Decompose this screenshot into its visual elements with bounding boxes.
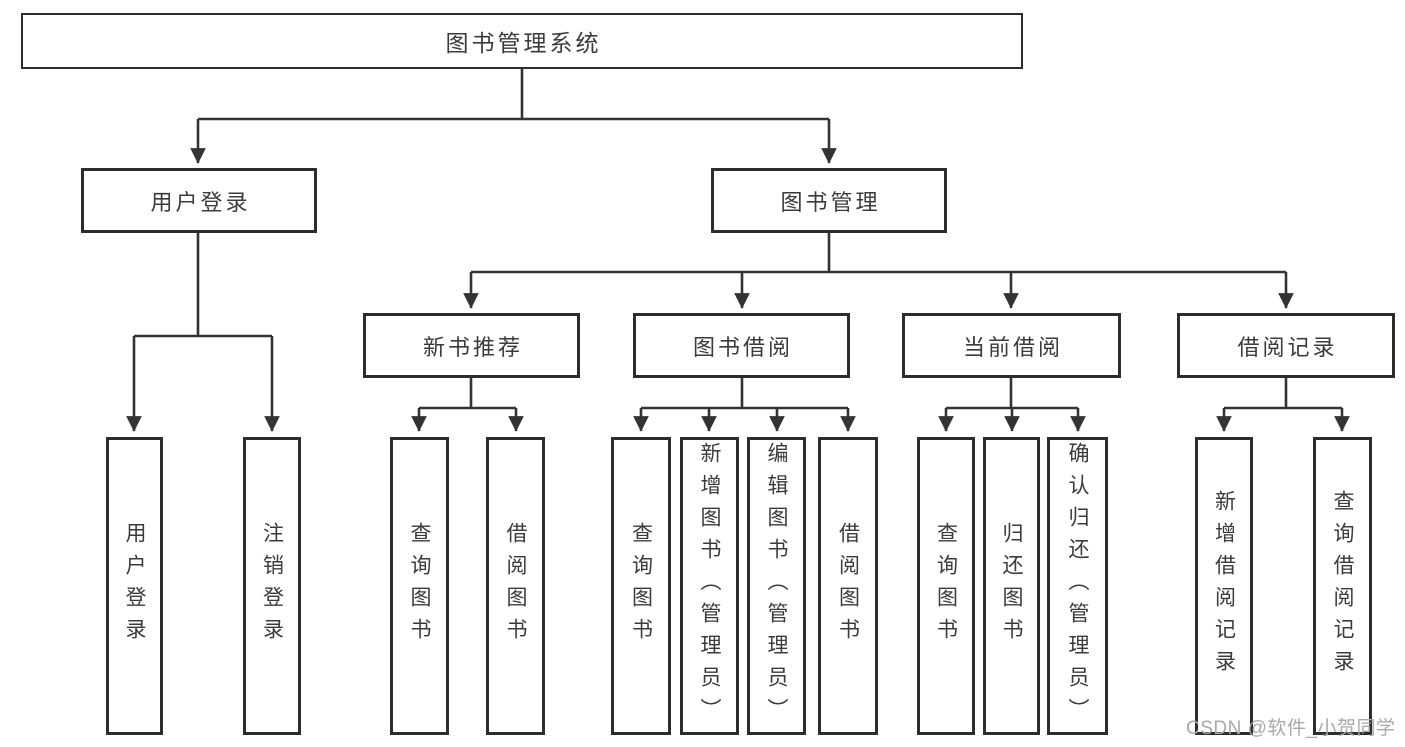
node-book-management: 图书管理 [711, 168, 947, 233]
leaf-add-book-admin: 新增图书（管理员） [680, 437, 739, 735]
node-book-management-label: 图书管理 [780, 189, 881, 215]
node-new-book-recommend: 新书推荐 [363, 313, 580, 378]
leaf-add-borrow-record: 新增借阅记录 [1195, 437, 1253, 735]
leaf-add-book-admin-label: 新增图书（管理员） [698, 442, 721, 730]
leaf-current-query-book: 查询图书 [917, 437, 975, 735]
node-borrowing-records-label: 借阅记录 [1237, 334, 1338, 360]
leaf-newbook-query-book-label: 查询图书 [408, 522, 431, 650]
arrow-down-icons [126, 119, 1350, 432]
node-book-borrowing-label: 图书借阅 [692, 334, 793, 360]
node-library-system-root-label: 图书管理系统 [445, 30, 602, 56]
node-user-login-label: 用户登录 [150, 189, 251, 215]
leaf-newbook-borrow-book: 借阅图书 [486, 437, 545, 735]
leaf-newbook-borrow-book-label: 借阅图书 [504, 522, 527, 650]
leaf-current-query-book-label: 查询图书 [934, 522, 958, 650]
leaf-borrowing-query-book-label: 查询图书 [629, 522, 653, 650]
leaf-confirm-return-admin: 确认归还（管理员） [1047, 437, 1108, 735]
leaf-user-login: 用户登录 [106, 437, 163, 735]
leaf-newbook-query-book: 查询图书 [390, 437, 449, 735]
node-book-borrowing: 图书借阅 [633, 313, 850, 378]
node-library-system-root: 图书管理系统 [21, 13, 1023, 69]
leaf-logout-login: 注销登录 [243, 437, 301, 735]
leaf-user-login-label: 用户登录 [123, 522, 146, 650]
leaf-borrowing-query-book: 查询图书 [611, 437, 671, 735]
leaf-borrowing-borrow-book: 借阅图书 [818, 437, 878, 735]
leaf-logout-login-label: 注销登录 [260, 522, 284, 650]
leaf-add-borrow-record-label: 新增借阅记录 [1212, 490, 1236, 682]
connector-trunks [134, 69, 1342, 410]
csdn-watermark: CSDN @软件_小贺同学 [1186, 718, 1396, 739]
leaf-query-borrow-record-label: 查询借阅记录 [1331, 490, 1354, 682]
leaf-borrowing-borrow-book-label: 借阅图书 [836, 522, 860, 650]
leaf-confirm-return-admin-label: 确认归还（管理员） [1066, 442, 1089, 730]
node-current-borrowing-label: 当前借阅 [962, 334, 1063, 360]
node-current-borrowing: 当前借阅 [902, 313, 1121, 378]
leaf-edit-book-admin: 编辑图书（管理员） [747, 437, 806, 735]
leaf-edit-book-admin-label: 编辑图书（管理员） [765, 442, 788, 730]
leaf-query-borrow-record: 查询借阅记录 [1313, 437, 1372, 735]
leaf-return-book-label: 归还图书 [1000, 522, 1023, 650]
leaf-return-book: 归还图书 [983, 437, 1040, 735]
node-borrowing-records: 借阅记录 [1177, 313, 1395, 378]
node-user-login: 用户登录 [81, 168, 317, 233]
node-new-book-recommend-label: 新书推荐 [422, 334, 523, 360]
